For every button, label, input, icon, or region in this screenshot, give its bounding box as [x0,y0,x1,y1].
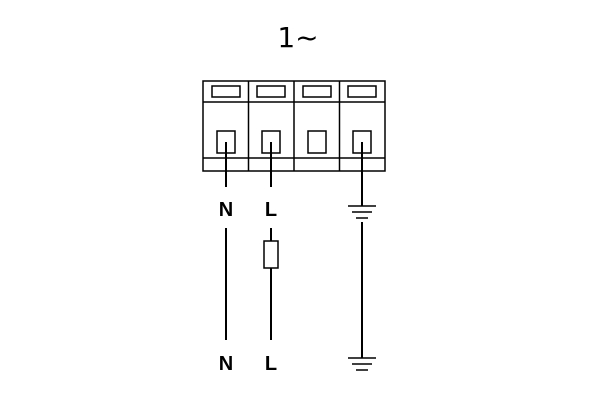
ground-icon-bottom [348,357,376,371]
terminal-4-slot [347,85,377,98]
phase-title: 1~ [277,21,318,54]
bottom-label-n: N [219,353,233,375]
top-label-n: N [219,199,233,221]
fuse-icon [263,240,279,269]
terminal-3-hole [307,130,327,154]
terminal-2-slot [256,85,286,98]
terminal-3-slot [302,85,332,98]
ground-icon-top [348,205,376,219]
top-label-l: L [265,199,277,221]
terminal-block [202,80,386,172]
terminal-1-slot [211,85,241,98]
bottom-label-l: L [265,353,277,375]
